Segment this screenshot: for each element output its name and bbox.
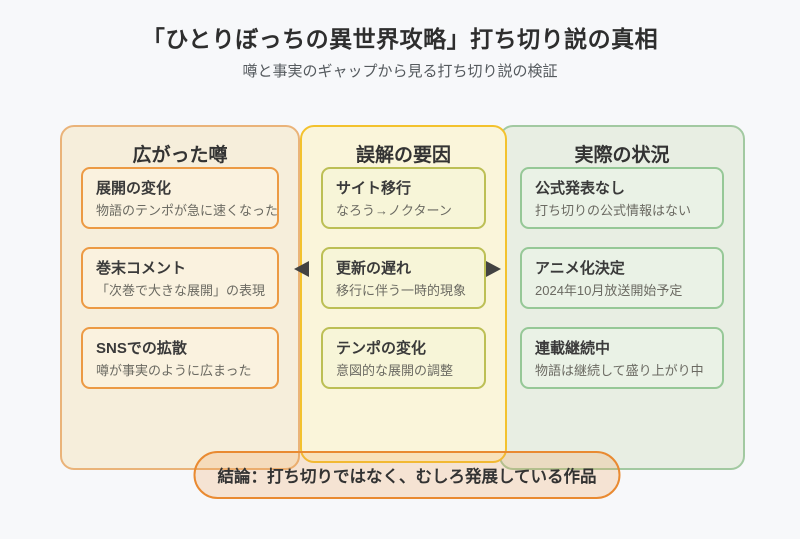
- page-subtitle: 噂と事実のギャップから見る打ち切り説の検証: [242, 63, 558, 80]
- triangle-left-icon: [294, 261, 309, 277]
- card-title: 展開の変化: [96, 180, 172, 197]
- card-title: 更新の遅れ: [336, 260, 412, 277]
- card-description: 打ち切りの公式情報はない: [535, 203, 692, 218]
- card-rumor-2: 巻末コメント 「次巻で大きな展開」の表現: [81, 247, 279, 309]
- page-title: 「ひとりぼっちの異世界攻略」打ち切り説の真相: [141, 26, 659, 52]
- card-description: 物語は継続して盛り上がり中: [535, 363, 704, 378]
- card-description: なろう→ノクターン: [336, 203, 452, 218]
- card-factor-3: テンポの変化 意図的な展開の調整: [321, 327, 486, 389]
- triangle-right-icon: [486, 261, 501, 277]
- card-rumor-3: SNSでの拡散 噂が事実のように広まった: [81, 327, 279, 389]
- card-reality-2: アニメ化決定 2024年10月放送開始予定: [520, 247, 724, 309]
- card-title: SNSでの拡散: [96, 340, 187, 357]
- card-title: テンポの変化: [336, 340, 427, 357]
- column-rumors: 広がった噂 展開の変化 物語のテンポが急に速くなった 巻末コメント 「次巻で大き…: [60, 125, 300, 470]
- column-reality-title: 実際の状況: [574, 145, 670, 166]
- card-description: 意図的な展開の調整: [336, 363, 454, 378]
- card-reality-1: 公式発表なし 打ち切りの公式情報はない: [520, 167, 724, 229]
- card-title: 公式発表なし: [535, 180, 626, 197]
- card-title: 巻末コメント: [96, 260, 187, 277]
- card-description: 物語のテンポが急に速くなった: [96, 203, 279, 218]
- card-description: 「次巻で大きな展開」の表現: [96, 283, 266, 298]
- card-description: 2024年10月放送開始予定: [535, 283, 683, 298]
- card-factor-2: 更新の遅れ 移行に伴う一時的現象: [321, 247, 486, 309]
- card-description: 噂が事実のように広まった: [96, 363, 252, 378]
- column-factors-title: 誤解の要因: [355, 145, 451, 166]
- column-rumors-title: 広がった噂: [132, 145, 228, 166]
- conclusion-badge: 結論：打ち切りではなく、むしろ発展している作品: [193, 451, 621, 499]
- card-reality-3: 連載継続中 物語は継続して盛り上がり中: [520, 327, 724, 389]
- card-factor-1: サイト移行 なろう→ノクターン: [321, 167, 486, 229]
- column-factors: 誤解の要因 サイト移行 なろう→ノクターン 更新の遅れ 移行に伴う一時的現象 テ…: [300, 125, 507, 463]
- card-description: 移行に伴う一時的現象: [336, 283, 467, 298]
- card-title: 連載継続中: [535, 340, 611, 357]
- card-title: アニメ化決定: [535, 260, 625, 277]
- card-rumor-1: 展開の変化 物語のテンポが急に速くなった: [81, 167, 279, 229]
- column-reality: 実際の状況 公式発表なし 打ち切りの公式情報はない アニメ化決定 2024年10…: [499, 125, 745, 470]
- card-title: サイト移行: [336, 180, 412, 197]
